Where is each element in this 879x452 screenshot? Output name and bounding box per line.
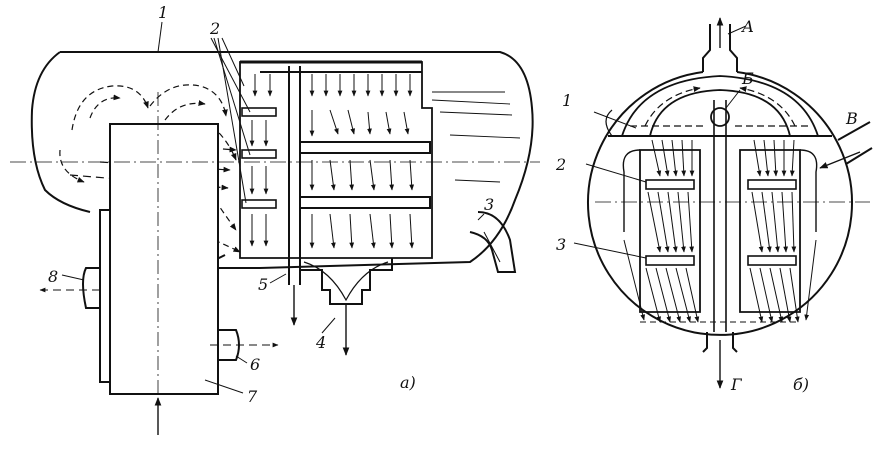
tray-b-right-lower: [747, 255, 797, 266]
label-a-1: 1: [158, 3, 168, 22]
small-tray-3: [241, 199, 277, 209]
caption-a: a): [400, 373, 416, 392]
label-a-7: 7: [247, 387, 258, 406]
water-level-lines: [431, 91, 521, 183]
callout-1-leader: [157, 21, 163, 53]
inlet-v: [837, 121, 873, 165]
chamber-flow-arrows: [623, 139, 817, 323]
right-chamber: [739, 149, 801, 313]
caption-b: б): [793, 375, 809, 394]
condenser-shell-left: [30, 51, 91, 213]
tray-lower: [299, 196, 431, 209]
label-a-2: 2: [209, 19, 220, 38]
figure-a-labels: 1 2 3 4 5 6 7 8 a): [48, 3, 494, 406]
label-a-6: 6: [250, 355, 260, 374]
label-b-1: 1: [562, 91, 572, 110]
outlet-nozzle-3: [469, 211, 517, 273]
label-b-G: Г: [730, 375, 743, 394]
outlet-g-left: [702, 332, 708, 353]
outlet-a-left: [702, 24, 711, 72]
hotwell-curve: [303, 261, 389, 302]
figure-b-labels: 1 2 3 А Б В Г б): [555, 17, 858, 394]
label-b-2: 2: [555, 155, 566, 174]
figure-b: [573, 17, 873, 389]
outlet-g-right: [732, 332, 738, 353]
tube-bundle-box: [239, 61, 433, 259]
nozzle-8: [82, 267, 100, 309]
steam-flow-arrows: [249, 74, 415, 249]
label-a-8: 8: [48, 267, 58, 286]
callout-2-leaders: [210, 37, 251, 204]
inlet-v-arrow: [819, 151, 861, 169]
vessel-outer: [587, 71, 853, 336]
figure-a: [10, 21, 540, 435]
label-b-3: 3: [556, 235, 566, 254]
dome-cap: [620, 75, 820, 137]
tray-b-left-upper: [645, 179, 695, 190]
label-b-V: В: [845, 109, 858, 128]
small-tray-2: [241, 149, 277, 159]
label-b-A: А: [741, 17, 754, 36]
condenser-shell: [60, 51, 534, 269]
outlet-a-right: [729, 24, 738, 72]
label-a-4: 4: [315, 333, 326, 352]
tray-b-right-upper: [747, 179, 797, 190]
tray-upper: [299, 141, 431, 154]
turbine-body: [109, 123, 219, 395]
left-chamber: [639, 149, 701, 313]
small-tray-1: [241, 107, 277, 117]
label-b-B: Б: [741, 69, 754, 88]
float-b: [710, 107, 730, 127]
label-a-3: 3: [484, 195, 494, 214]
tray-b-left-lower: [645, 255, 695, 266]
label-a-5: 5: [258, 275, 268, 294]
dome-flow-arrows: [630, 86, 810, 127]
